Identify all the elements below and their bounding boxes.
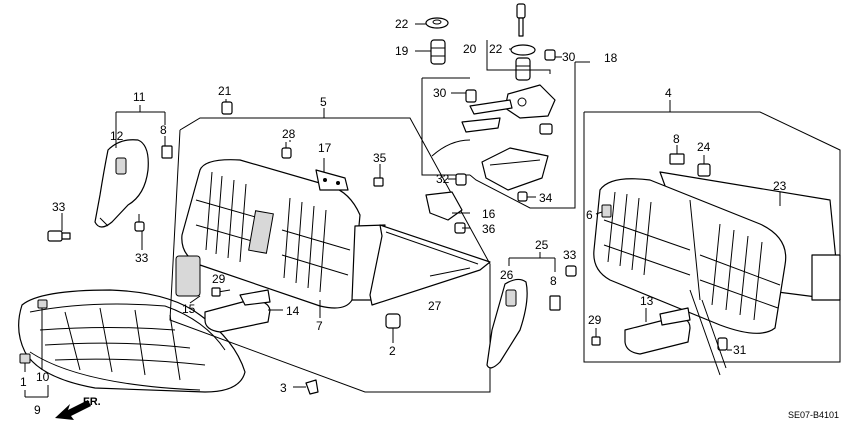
callout-23: 23 [773,179,787,193]
assembly-box-4 [583,111,841,363]
seat-cushion [18,289,246,393]
clip-part-8-center [549,295,561,311]
callout-2: 2 [389,344,396,358]
screw-part-29-center [211,287,231,297]
clip-part-21 [221,101,233,115]
callout-22a: 22 [395,17,409,31]
callout-3: 3 [280,381,287,395]
callout-28: 28 [282,127,296,141]
callout-8b: 8 [550,274,557,288]
seat-back-right [593,178,787,334]
callout-31: 31 [733,343,747,357]
callout-26: 26 [500,268,514,282]
bracket-part-17 [315,169,349,191]
callout-18: 18 [604,51,618,65]
bolt-part-30-top [544,49,556,61]
front-arrow-label: FR. [83,396,101,408]
callout-35: 35 [373,151,387,165]
clip-part-8-right [669,153,685,165]
callout-32: 32 [436,172,450,186]
ring-part-22-right [510,44,536,56]
assembly-box-5 [169,117,491,393]
clip-part-6 [601,204,612,218]
callout-21: 21 [218,84,232,98]
callout-14: 14 [286,304,300,318]
lock-mechanism [431,84,556,157]
front-arrow-icon [55,400,91,420]
bolt-part-28 [281,142,292,159]
screw-part-35 [373,177,384,187]
callout-7: 7 [316,319,323,333]
callout-12: 12 [110,129,124,143]
seat-back-center [181,159,386,309]
clip-part-3 [305,379,319,395]
callout-15: 15 [182,302,196,316]
hook-part-10 [19,299,48,364]
cylinder-part-19 [430,39,446,65]
callout-6: 6 [586,208,593,222]
callout-33c: 33 [563,248,577,262]
ring-part-22-left [425,17,449,29]
callout-19: 19 [395,44,409,58]
bin-part-18 [481,147,549,191]
side-trim-part-12 [94,139,149,228]
callout-36: 36 [482,222,496,236]
callout-9: 9 [34,403,41,417]
callout-27: 27 [428,299,442,313]
callout-24: 24 [697,140,711,154]
callout-10: 10 [36,370,50,384]
callout-29a: 29 [212,272,226,286]
callout-5: 5 [320,95,327,109]
bushing-part-2 [385,313,401,329]
callout-30b: 30 [562,50,576,64]
latch-part-16 [425,191,463,221]
callout-13: 13 [640,294,654,308]
cylinder-part-20 [515,57,531,81]
armrest-part-13 [624,307,691,355]
bolt-part-33-mid [134,214,145,232]
screw-part-34 [517,191,528,202]
callout-33b: 33 [135,251,149,265]
callout-29b: 29 [588,313,602,327]
clip-part-8-left [161,145,173,159]
callout-30a: 30 [433,86,447,100]
bolt-part-33-left [47,230,71,242]
panel-part-15 [175,255,201,297]
bolt-part-33-right [565,265,577,277]
bolt-part-24 [697,163,711,177]
callout-34: 34 [539,191,553,205]
callout-22b: 22 [489,42,503,56]
diagram-code: SE07-B4101 [788,410,839,420]
callout-20: 20 [463,42,477,56]
tray-part-27 [369,224,491,306]
callout-labels: 1 2 3 4 5 6 7 8 8 8 9 10 11 12 13 14 15 … [20,17,787,417]
side-trim-part-26 [486,278,528,369]
armrest-part-14 [204,289,271,333]
callout-17: 17 [318,141,332,155]
callout-8c: 8 [673,132,680,146]
bolt-part-32 [455,173,467,186]
callout-33a: 33 [52,200,66,214]
callout-4: 4 [665,86,672,100]
screw-part-29-right [591,336,601,346]
callout-11: 11 [133,90,146,104]
callout-25: 25 [535,238,549,252]
key-icon [516,3,526,37]
callout-8a: 8 [160,123,167,137]
callout-16: 16 [482,207,496,221]
callout-1: 1 [20,375,27,389]
lock-box-18 [421,40,590,209]
